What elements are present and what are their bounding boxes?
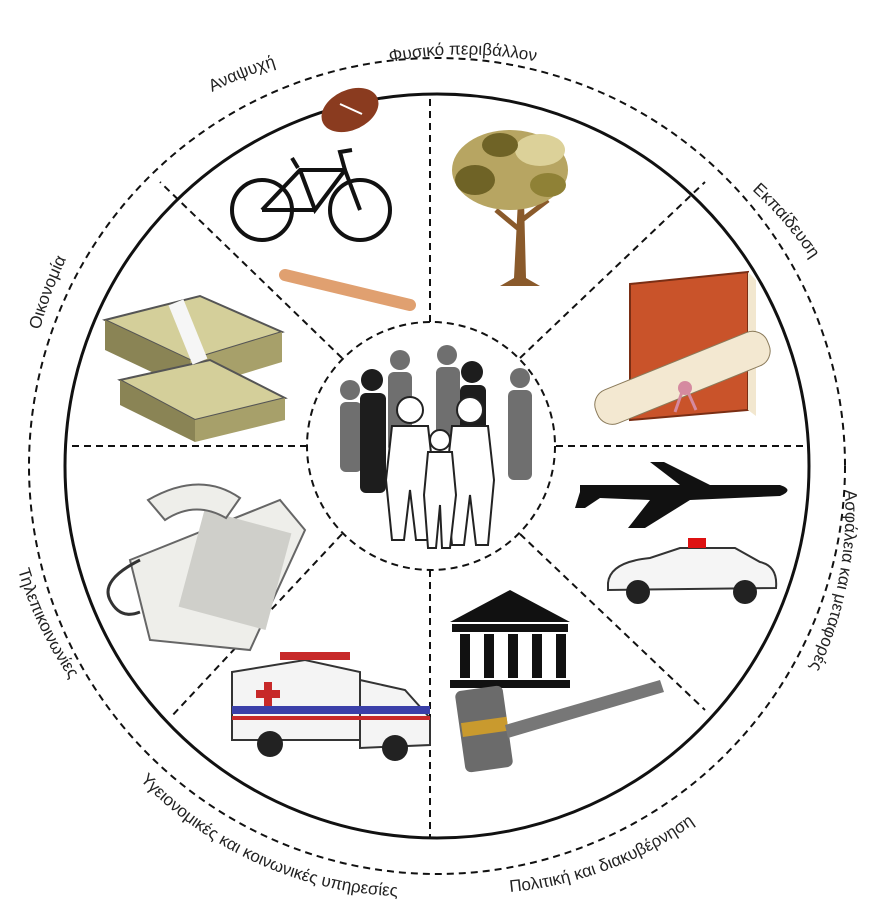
money-stacks-icon — [102, 294, 288, 442]
segment-label-safety: Ασφάλεια και μεταφορές — [806, 489, 860, 674]
outer-dashed-ring — [28, 57, 846, 875]
tree-icon — [452, 130, 568, 286]
courthouse-gavel-icon — [450, 590, 664, 773]
book-diploma-icon — [594, 270, 771, 425]
ambulance-icon — [231, 652, 431, 761]
telephone-icon — [106, 483, 307, 652]
airplane-police-car-icon — [575, 462, 788, 604]
sports-equipment-icon — [230, 87, 416, 311]
segment-label-economy: Οικονομία — [25, 252, 70, 331]
people-silhouettes-icon — [340, 345, 532, 549]
segment-label-telecom: Τηλεπικοινωνίες — [14, 566, 83, 682]
segment-label-recreation: Αναψυχή — [205, 52, 277, 96]
spokes — [66, 94, 808, 838]
segment-label-education: Εκπαίδευση — [749, 179, 823, 261]
segment-label-environment: Φυσικό περιβάλλον — [387, 40, 538, 66]
